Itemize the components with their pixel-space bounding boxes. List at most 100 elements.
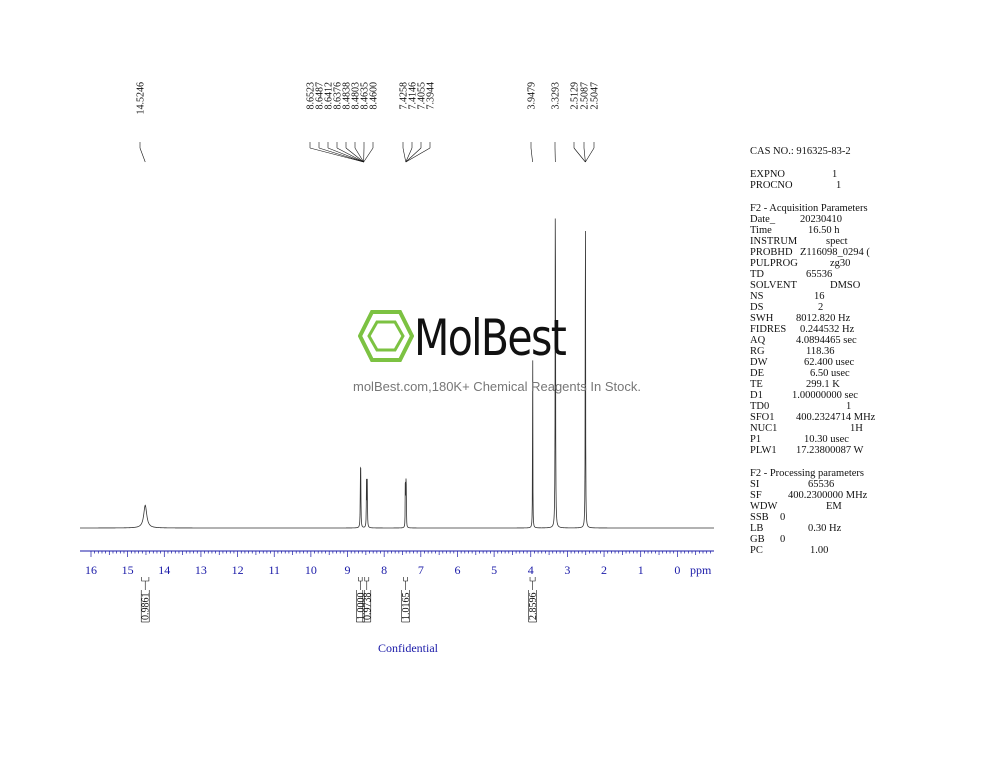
param-value: 0.30 Hz — [808, 523, 842, 534]
peak-label: 7.4258 — [399, 82, 410, 110]
peak-label-leader — [402, 147, 407, 163]
param-key: TD0 — [750, 401, 770, 412]
param-row-pulprog: PULPROG zg30 — [750, 258, 990, 269]
peak-label-leader — [318, 147, 364, 163]
x-tick-label: 9 — [345, 563, 351, 577]
param-key: DW — [750, 357, 768, 368]
param-value: 16 — [814, 291, 825, 302]
param-value: zg30 — [830, 258, 851, 269]
param-key: TD — [750, 269, 764, 280]
acquisition-title: F2 - Acquisition Parameters — [750, 203, 868, 214]
param-value: 118.36 — [806, 346, 835, 357]
peak-label-leader — [530, 147, 533, 163]
param-key: GB — [750, 534, 765, 545]
param-row-te: TE 299.1 K — [750, 379, 990, 390]
x-tick-label: 7 — [418, 563, 424, 577]
param-key: AQ — [750, 335, 766, 346]
param-key: LB — [750, 523, 764, 534]
param-value: 0 — [780, 512, 786, 523]
integral-value: 2.8596 — [528, 593, 539, 621]
param-key: Date_ — [750, 214, 776, 225]
integral-bracket — [358, 577, 363, 582]
param-key: DE — [750, 368, 764, 379]
x-tick-label: 16 — [85, 563, 97, 577]
param-row-date: Date_20230410 — [750, 214, 990, 225]
param-row-p1: P1 10.30 usec — [750, 434, 990, 445]
param-value: 0 — [780, 534, 786, 545]
peak-label: 3.3293 — [551, 82, 562, 110]
param-value: 10.30 usec — [804, 434, 849, 445]
x-tick-label: 13 — [195, 563, 207, 577]
param-key: P1 — [750, 434, 762, 445]
integral-bracket — [403, 577, 408, 582]
x-tick-label: 4 — [528, 563, 534, 577]
x-tick-label: 1 — [638, 563, 644, 577]
peak-label-leader — [336, 147, 364, 163]
peak-label-leader — [139, 147, 146, 163]
x-tick-label: 10 — [305, 563, 317, 577]
peak-label-leader — [585, 147, 595, 163]
peak-label: 8.6412 — [324, 82, 335, 110]
cas-number: CAS NO.: 916325-83-2 — [750, 146, 851, 157]
param-key: TE — [750, 379, 763, 390]
param-row-ssb: SSB 0 — [750, 512, 990, 523]
peak-label-leader — [573, 147, 586, 163]
param-key: NUC1 — [750, 423, 778, 434]
peak-label: 7.4146 — [408, 82, 419, 110]
param-key: PLW1 — [750, 445, 777, 456]
x-tick-label: 6 — [454, 563, 460, 577]
peak-label: 8.6487 — [315, 82, 326, 110]
param-value: 16.50 h — [808, 225, 840, 236]
peak-label-leader — [309, 147, 364, 163]
molbest-logo: MolBest — [356, 306, 656, 370]
param-value: 4.0894465 sec — [796, 335, 857, 346]
param-row-td: TD 65536 — [750, 269, 990, 280]
param-value: 400.2324714 MHz — [796, 412, 876, 423]
param-key: PULPROG — [750, 258, 798, 269]
x-tick-label: 12 — [232, 563, 244, 577]
param-value: 299.1 K — [806, 379, 840, 390]
param-value: Z116098_0294 ( — [800, 247, 870, 258]
x-tick-label: 3 — [564, 563, 570, 577]
peak-label: 14.5246 — [136, 82, 147, 115]
peak-label-leader — [405, 147, 422, 163]
confidential-label: Confidential — [378, 641, 438, 655]
param-key: PROBHD — [750, 247, 793, 258]
param-row-probhd: PROBHD Z116098_0294 ( — [750, 247, 990, 258]
logo-brand-text: MolBest — [414, 309, 567, 367]
param-value: 0.244532 Hz — [800, 324, 855, 335]
x-tick-label: 15 — [122, 563, 134, 577]
param-value: 65536 — [806, 269, 833, 280]
peak-label: 2.5047 — [590, 82, 601, 110]
param-value: EM — [826, 501, 842, 512]
integral-value: 0.9738 — [362, 593, 373, 621]
peak-label: 2.5129 — [570, 82, 581, 110]
param-key: SSB — [750, 512, 769, 523]
peak-label: 2.5087 — [580, 82, 591, 110]
param-row-aq: AQ 4.0894465 sec — [750, 335, 990, 346]
param-key: SFO1 — [750, 412, 775, 423]
param-key: NS — [750, 291, 764, 302]
peak-label: 3.9479 — [527, 82, 538, 110]
integral-bracket — [364, 577, 370, 582]
x-tick-label: 0 — [674, 563, 680, 577]
param-key: PC — [750, 545, 763, 556]
param-row-wdw: WDW EM — [750, 501, 990, 512]
peak-label-leader — [583, 147, 586, 163]
param-key: INSTRUM — [750, 236, 798, 247]
param-row-lb: LB 0.30 Hz — [750, 523, 990, 534]
param-key: WDW — [750, 501, 778, 512]
